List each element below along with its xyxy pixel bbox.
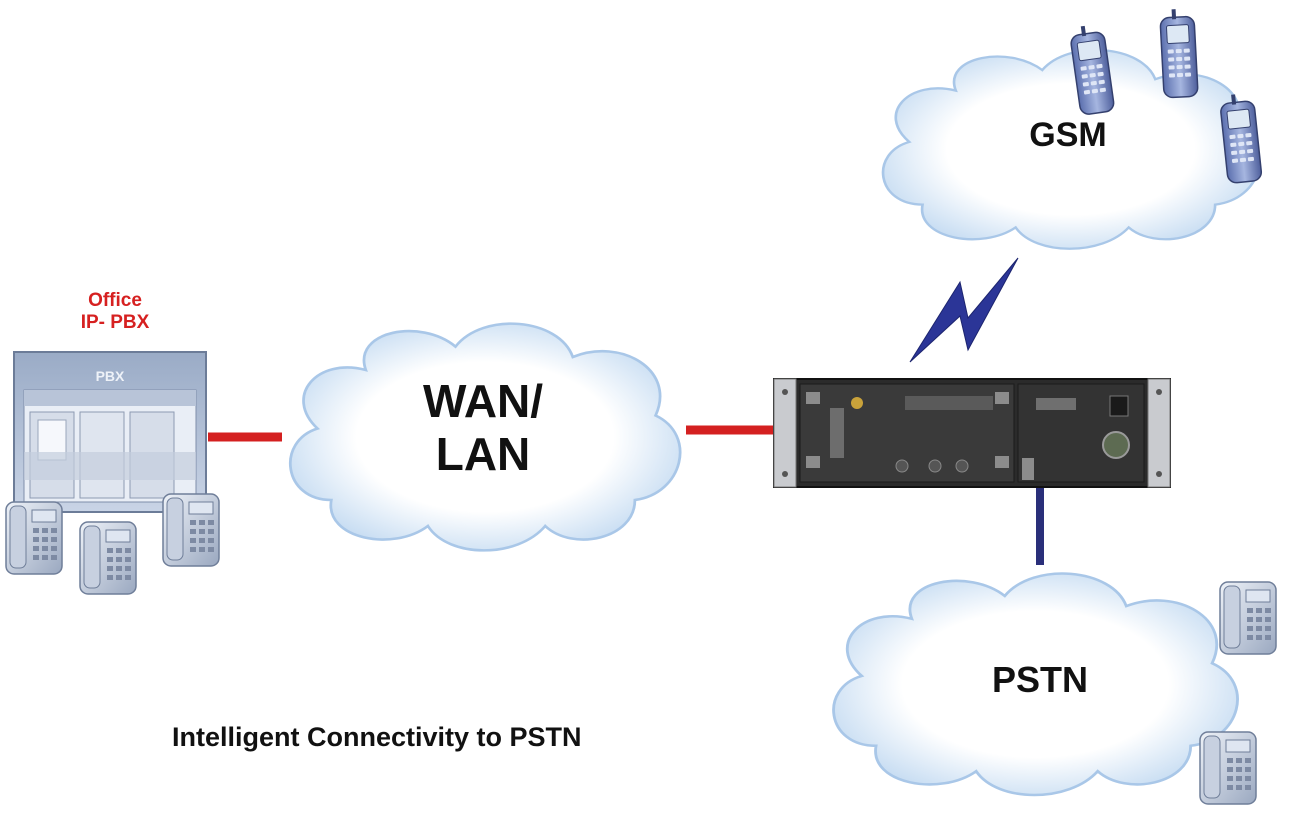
diagram-caption: Intelligent Connectivity to PSTN [172, 722, 582, 752]
desk-phone-icon [5, 501, 63, 575]
pbx-cabinet-label: PBX [96, 368, 125, 384]
office-label-line1: Office [88, 290, 142, 311]
wan-cloud-label-line2: LAN [436, 428, 531, 480]
gsm-cloud-label: GSM [1029, 116, 1106, 154]
gateway-device-icon [773, 378, 1171, 488]
pstn-cloud-label: PSTN [992, 659, 1088, 700]
desk-phone-icon [1219, 581, 1277, 655]
desk-phone-icon [79, 521, 137, 595]
desk-phone-icon [162, 493, 220, 567]
desk-phone-icon [1199, 731, 1257, 805]
pbx-cabinet-icon [13, 351, 207, 513]
office-ip-pbx-label: Office IP- PBX [40, 290, 190, 334]
office-label-line2: IP- PBX [80, 312, 150, 333]
mobile-phone-icon [1158, 7, 1199, 99]
lightning-bolt-icon [909, 257, 1019, 363]
wan-cloud-label-line1: WAN/ [423, 375, 543, 427]
